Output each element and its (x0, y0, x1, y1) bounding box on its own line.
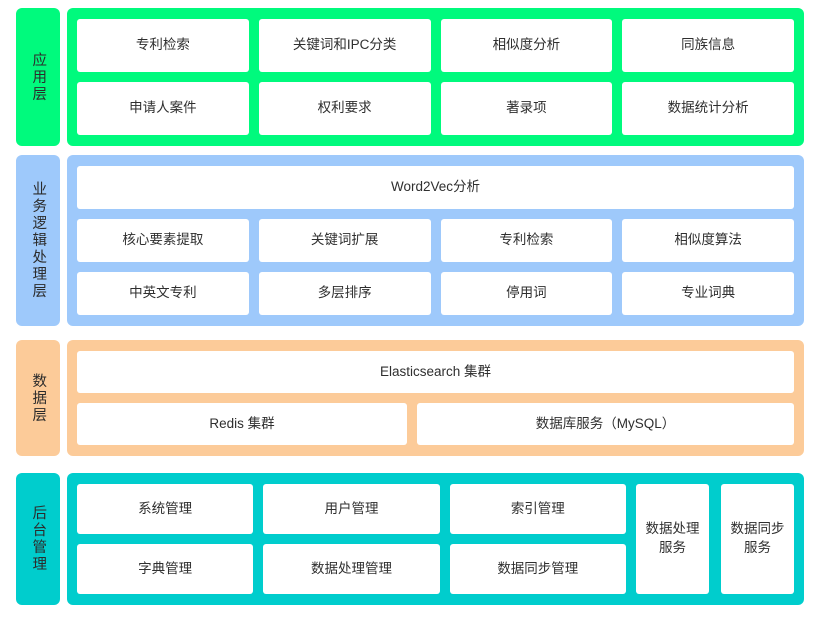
business-row-banner: Word2Vec分析 (77, 166, 794, 209)
layer-label-admin: 后台管理 (16, 473, 60, 605)
app-box-keyword-ipc[interactable]: 关键词和IPC分类 (259, 19, 431, 72)
layer-label-application: 应用层 (16, 8, 60, 146)
layer-body-application: 专利检索 关键词和IPC分类 相似度分析 同族信息 申请人案件 权利要求 著录项… (67, 8, 804, 146)
data-row-banner: Elasticsearch 集群 (77, 351, 794, 393)
layer-body-admin: 系统管理 用户管理 索引管理 字典管理 数据处理管理 数据同步管理 数据处理服务… (67, 473, 804, 605)
admin-box-data-sync-service[interactable]: 数据同步服务 (721, 484, 794, 594)
business-box-similarity-algorithm[interactable]: 相似度算法 (622, 219, 794, 262)
layer-application: 应用层 专利检索 关键词和IPC分类 相似度分析 同族信息 申请人案件 权利要求… (16, 8, 804, 146)
business-box-core-element-extraction[interactable]: 核心要素提取 (77, 219, 249, 262)
data-box-mysql-service[interactable]: 数据库服务（MySQL） (417, 403, 794, 445)
admin-box-data-process-management[interactable]: 数据处理管理 (263, 544, 439, 594)
business-box-word2vec[interactable]: Word2Vec分析 (77, 166, 794, 209)
admin-grid: 系统管理 用户管理 索引管理 字典管理 数据处理管理 数据同步管理 (77, 484, 626, 594)
business-box-domain-dictionary[interactable]: 专业词典 (622, 272, 794, 315)
admin-box-index-management[interactable]: 索引管理 (450, 484, 626, 534)
layer-label-data-text: 数据层 (31, 373, 46, 424)
application-row-1: 专利检索 关键词和IPC分类 相似度分析 同族信息 (77, 19, 794, 72)
admin-box-dictionary-management[interactable]: 字典管理 (77, 544, 253, 594)
admin-row-2: 字典管理 数据处理管理 数据同步管理 (77, 544, 626, 594)
app-box-similarity-analysis[interactable]: 相似度分析 (441, 19, 613, 72)
admin-box-system-management[interactable]: 系统管理 (77, 484, 253, 534)
layer-admin: 后台管理 系统管理 用户管理 索引管理 字典管理 数据处理管理 数据同步管理 数… (16, 473, 804, 605)
data-row-1: Redis 集群 数据库服务（MySQL） (77, 403, 794, 445)
layer-business: 业务逻辑处理层 Word2Vec分析 核心要素提取 关键词扩展 专利检索 相似度… (16, 155, 804, 326)
app-box-bibliographic[interactable]: 著录项 (441, 82, 613, 135)
business-box-patent-search[interactable]: 专利检索 (441, 219, 613, 262)
data-box-redis-cluster[interactable]: Redis 集群 (77, 403, 407, 445)
admin-box-data-sync-management[interactable]: 数据同步管理 (450, 544, 626, 594)
app-box-applicant-cases[interactable]: 申请人案件 (77, 82, 249, 135)
app-box-statistics[interactable]: 数据统计分析 (622, 82, 794, 135)
data-box-elasticsearch-cluster[interactable]: Elasticsearch 集群 (77, 351, 794, 393)
layer-label-admin-text: 后台管理 (31, 505, 46, 573)
business-row-2: 中英文专利 多层排序 停用词 专业词典 (77, 272, 794, 315)
admin-services-group: 数据处理服务 数据同步服务 (636, 484, 794, 594)
business-box-stopwords[interactable]: 停用词 (441, 272, 613, 315)
admin-box-user-management[interactable]: 用户管理 (263, 484, 439, 534)
layer-label-business-text: 业务逻辑处理层 (31, 181, 46, 300)
business-box-cn-en-patent[interactable]: 中英文专利 (77, 272, 249, 315)
business-row-1: 核心要素提取 关键词扩展 专利检索 相似度算法 (77, 219, 794, 262)
layer-label-application-text: 应用层 (31, 52, 46, 103)
layer-label-business: 业务逻辑处理层 (16, 155, 60, 326)
admin-row-1: 系统管理 用户管理 索引管理 (77, 484, 626, 534)
layer-data: 数据层 Elasticsearch 集群 Redis 集群 数据库服务（MySQ… (16, 340, 804, 456)
layer-label-data: 数据层 (16, 340, 60, 456)
layer-body-business: Word2Vec分析 核心要素提取 关键词扩展 专利检索 相似度算法 中英文专利… (67, 155, 804, 326)
app-box-patent-search[interactable]: 专利检索 (77, 19, 249, 72)
app-box-claims[interactable]: 权利要求 (259, 82, 431, 135)
admin-box-data-process-service[interactable]: 数据处理服务 (636, 484, 709, 594)
business-box-multi-ranking[interactable]: 多层排序 (259, 272, 431, 315)
layer-body-data: Elasticsearch 集群 Redis 集群 数据库服务（MySQL） (67, 340, 804, 456)
app-box-family-info[interactable]: 同族信息 (622, 19, 794, 72)
application-row-2: 申请人案件 权利要求 著录项 数据统计分析 (77, 82, 794, 135)
business-box-keyword-expansion[interactable]: 关键词扩展 (259, 219, 431, 262)
